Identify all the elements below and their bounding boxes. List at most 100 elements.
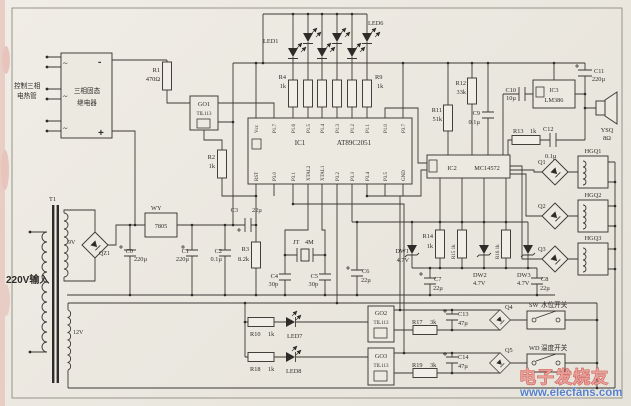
relay-ac-mark: ~: [63, 58, 68, 68]
polarity-mark: [574, 63, 580, 69]
r12-value: 33k: [457, 89, 467, 96]
c11-value: 220µ: [592, 76, 605, 83]
ic3-box: [532, 79, 576, 109]
led1-ref: LED1: [263, 38, 278, 45]
sw-label: 水位开关: [541, 300, 568, 309]
coupler-hgq3: [577, 242, 609, 276]
regulator-ref: WY: [151, 205, 162, 212]
r13-ref: R13: [513, 128, 524, 135]
r13-value: 1k: [530, 128, 537, 135]
c5-value: 30p: [309, 281, 318, 288]
ic1-pin: GND: [402, 170, 407, 181]
dw2-ref: DW2: [473, 272, 487, 279]
c14-ref: C14: [458, 354, 469, 361]
ic3-notch: [535, 86, 545, 98]
c3-value: 22µ: [252, 207, 262, 214]
ic1-pin: P3.0: [273, 171, 278, 181]
c13-ref: C13: [458, 311, 469, 318]
led8-symbol: [286, 346, 301, 362]
go1-ref: GO1: [198, 101, 210, 108]
r17-ref: R17: [412, 319, 423, 326]
c4-value: 30p: [269, 281, 278, 288]
r16-label: R16 1k: [496, 244, 501, 259]
ic2-part: MC14572: [474, 165, 500, 172]
polarity-mark: [118, 244, 124, 250]
ic1-pin: P3.1: [292, 171, 297, 181]
relay-box: [60, 52, 113, 139]
sec2-label: 12V: [73, 330, 84, 336]
dw2-value: 4.7V: [473, 280, 486, 287]
c7-ref: C7: [434, 276, 441, 283]
dw1-value: 4.7V: [397, 257, 410, 264]
ic1-pin: P1.3: [336, 123, 341, 133]
q4-ref: Q4: [505, 304, 514, 311]
go2-ref: GO2: [375, 310, 387, 317]
ic1-pin: P3.2: [336, 171, 341, 181]
zener-dw3: [520, 244, 536, 258]
c2-ref: C2: [215, 248, 222, 255]
dw3-value: 4.7V: [517, 280, 530, 287]
hgq3-ref: HGQ3: [585, 235, 602, 242]
c2-value: 0.1µ: [211, 256, 223, 263]
crystal-ref: JT: [293, 239, 299, 246]
led2-symbol: [303, 28, 321, 44]
r18-ref: R18: [250, 366, 261, 373]
resistor-bodies: [162, 61, 541, 378]
led8-ref: LED8: [286, 368, 301, 375]
led3-symbol: [317, 43, 335, 59]
q5-symbol: [489, 352, 511, 374]
r11-value: 51k: [433, 116, 443, 123]
ic1-notch: [251, 138, 262, 150]
c10-value: 10µ: [506, 95, 516, 102]
ic1-ref: IC1: [295, 139, 306, 147]
sec1-label: 9V: [68, 240, 76, 246]
mains-input-label: 220V输入: [6, 273, 49, 286]
opto-go1-inner: [196, 118, 211, 129]
r10-value: 1k: [268, 331, 275, 338]
ic1-pin: P1.7: [273, 123, 278, 133]
led7-ref: LED7: [287, 333, 302, 340]
r3-value: 8.2k: [238, 256, 250, 263]
ic1-pin: P3.4: [366, 171, 371, 181]
crystal-body: [300, 248, 310, 262]
relay-plus: +: [98, 128, 104, 139]
c1-ref: C1: [182, 248, 189, 255]
r4-ref: R4: [279, 74, 287, 81]
control-label-line1: 控制三相: [14, 81, 41, 90]
r14-value: 1k: [427, 243, 434, 250]
crystal-value: 4M: [305, 239, 314, 246]
led6-symbol: [362, 28, 380, 44]
opto-go3-inner: [373, 370, 388, 382]
c7-value: 22µ: [433, 285, 443, 292]
scan-artifacts: [0, 0, 10, 406]
sw-ref: SW: [529, 302, 539, 309]
c9-value: 0.1µ: [469, 119, 481, 126]
c6-value: 22µ: [361, 277, 371, 284]
watermark-brand: 电子发烧友: [519, 367, 609, 387]
r14-ref: R14: [423, 233, 434, 240]
ic1-box: [247, 117, 413, 185]
ic1-pin: P1.1: [366, 123, 371, 133]
zener-dw2: [476, 244, 492, 258]
ic2-notch: [428, 159, 438, 173]
c5-ref: C5: [311, 273, 318, 280]
q2-symbol: [541, 202, 569, 230]
transformer-core: [56, 205, 59, 383]
q4-symbol: [489, 309, 511, 331]
page-border: [11, 7, 623, 399]
ic1-pin: XTAL2: [307, 165, 312, 181]
opto-go3-box: [367, 347, 395, 386]
led4-symbol: [332, 28, 350, 44]
go3-ref: GO3: [375, 353, 387, 360]
junction-dots: [28, 12, 617, 390]
opto-go1-box: [189, 95, 219, 131]
c13-value: 47µ: [458, 320, 468, 327]
wires: [30, 13, 616, 389]
r9-value: 1k: [377, 83, 384, 90]
r18-value: 1k: [268, 366, 275, 373]
r2-ref: R2: [208, 154, 215, 161]
q5-ref: Q5: [505, 347, 513, 354]
ic1-pin: P1.6: [292, 123, 297, 133]
ic1-pin: P1.2: [351, 123, 356, 133]
relay-label-line1: 三相固态: [74, 86, 101, 95]
